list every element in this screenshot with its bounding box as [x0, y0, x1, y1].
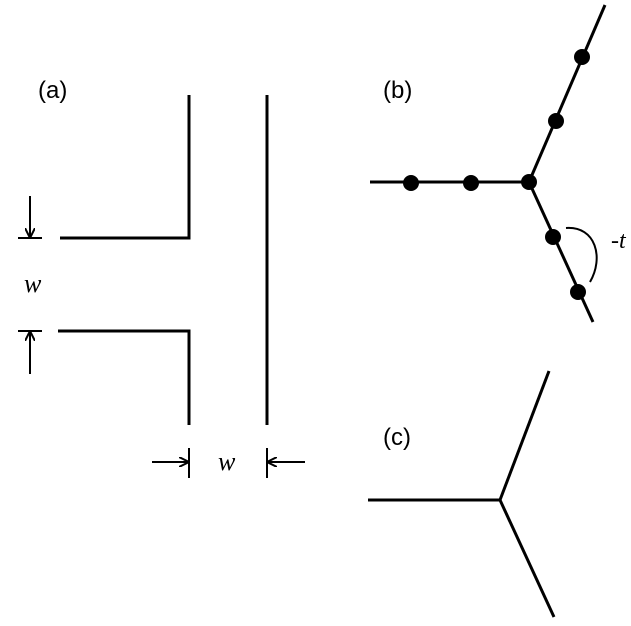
- vertical-width-dimension: w: [18, 196, 42, 374]
- panel-a-label: (a): [38, 77, 67, 104]
- lattice-site-junction: [521, 174, 537, 190]
- upper-branch: [527, 4, 607, 183]
- panel-a: (a) w w: [18, 77, 305, 478]
- horizontal-width-label: w: [218, 447, 236, 476]
- panel-b: (b) -t: [370, 4, 627, 323]
- panel-c: (c): [368, 370, 556, 618]
- lattice-site: [463, 175, 479, 191]
- lattice-site: [403, 175, 419, 191]
- lower-branch: [527, 181, 595, 323]
- lattice-site: [548, 113, 564, 129]
- panel-c-label: (c): [383, 424, 411, 451]
- horizontal-width-dimension: w: [152, 447, 305, 478]
- upper-edge: [498, 370, 551, 501]
- vertical-width-label: w: [24, 269, 42, 298]
- lower-edge: [498, 499, 556, 618]
- hopping-label: -t: [611, 228, 627, 254]
- lattice-site: [574, 49, 590, 65]
- panel-b-label: (b): [383, 77, 412, 104]
- lattice-site: [570, 284, 586, 300]
- lattice-site: [545, 229, 561, 245]
- upper-wall: [60, 95, 191, 240]
- hopping-bracket: [565, 226, 598, 283]
- lower-wall: [58, 329, 191, 425]
